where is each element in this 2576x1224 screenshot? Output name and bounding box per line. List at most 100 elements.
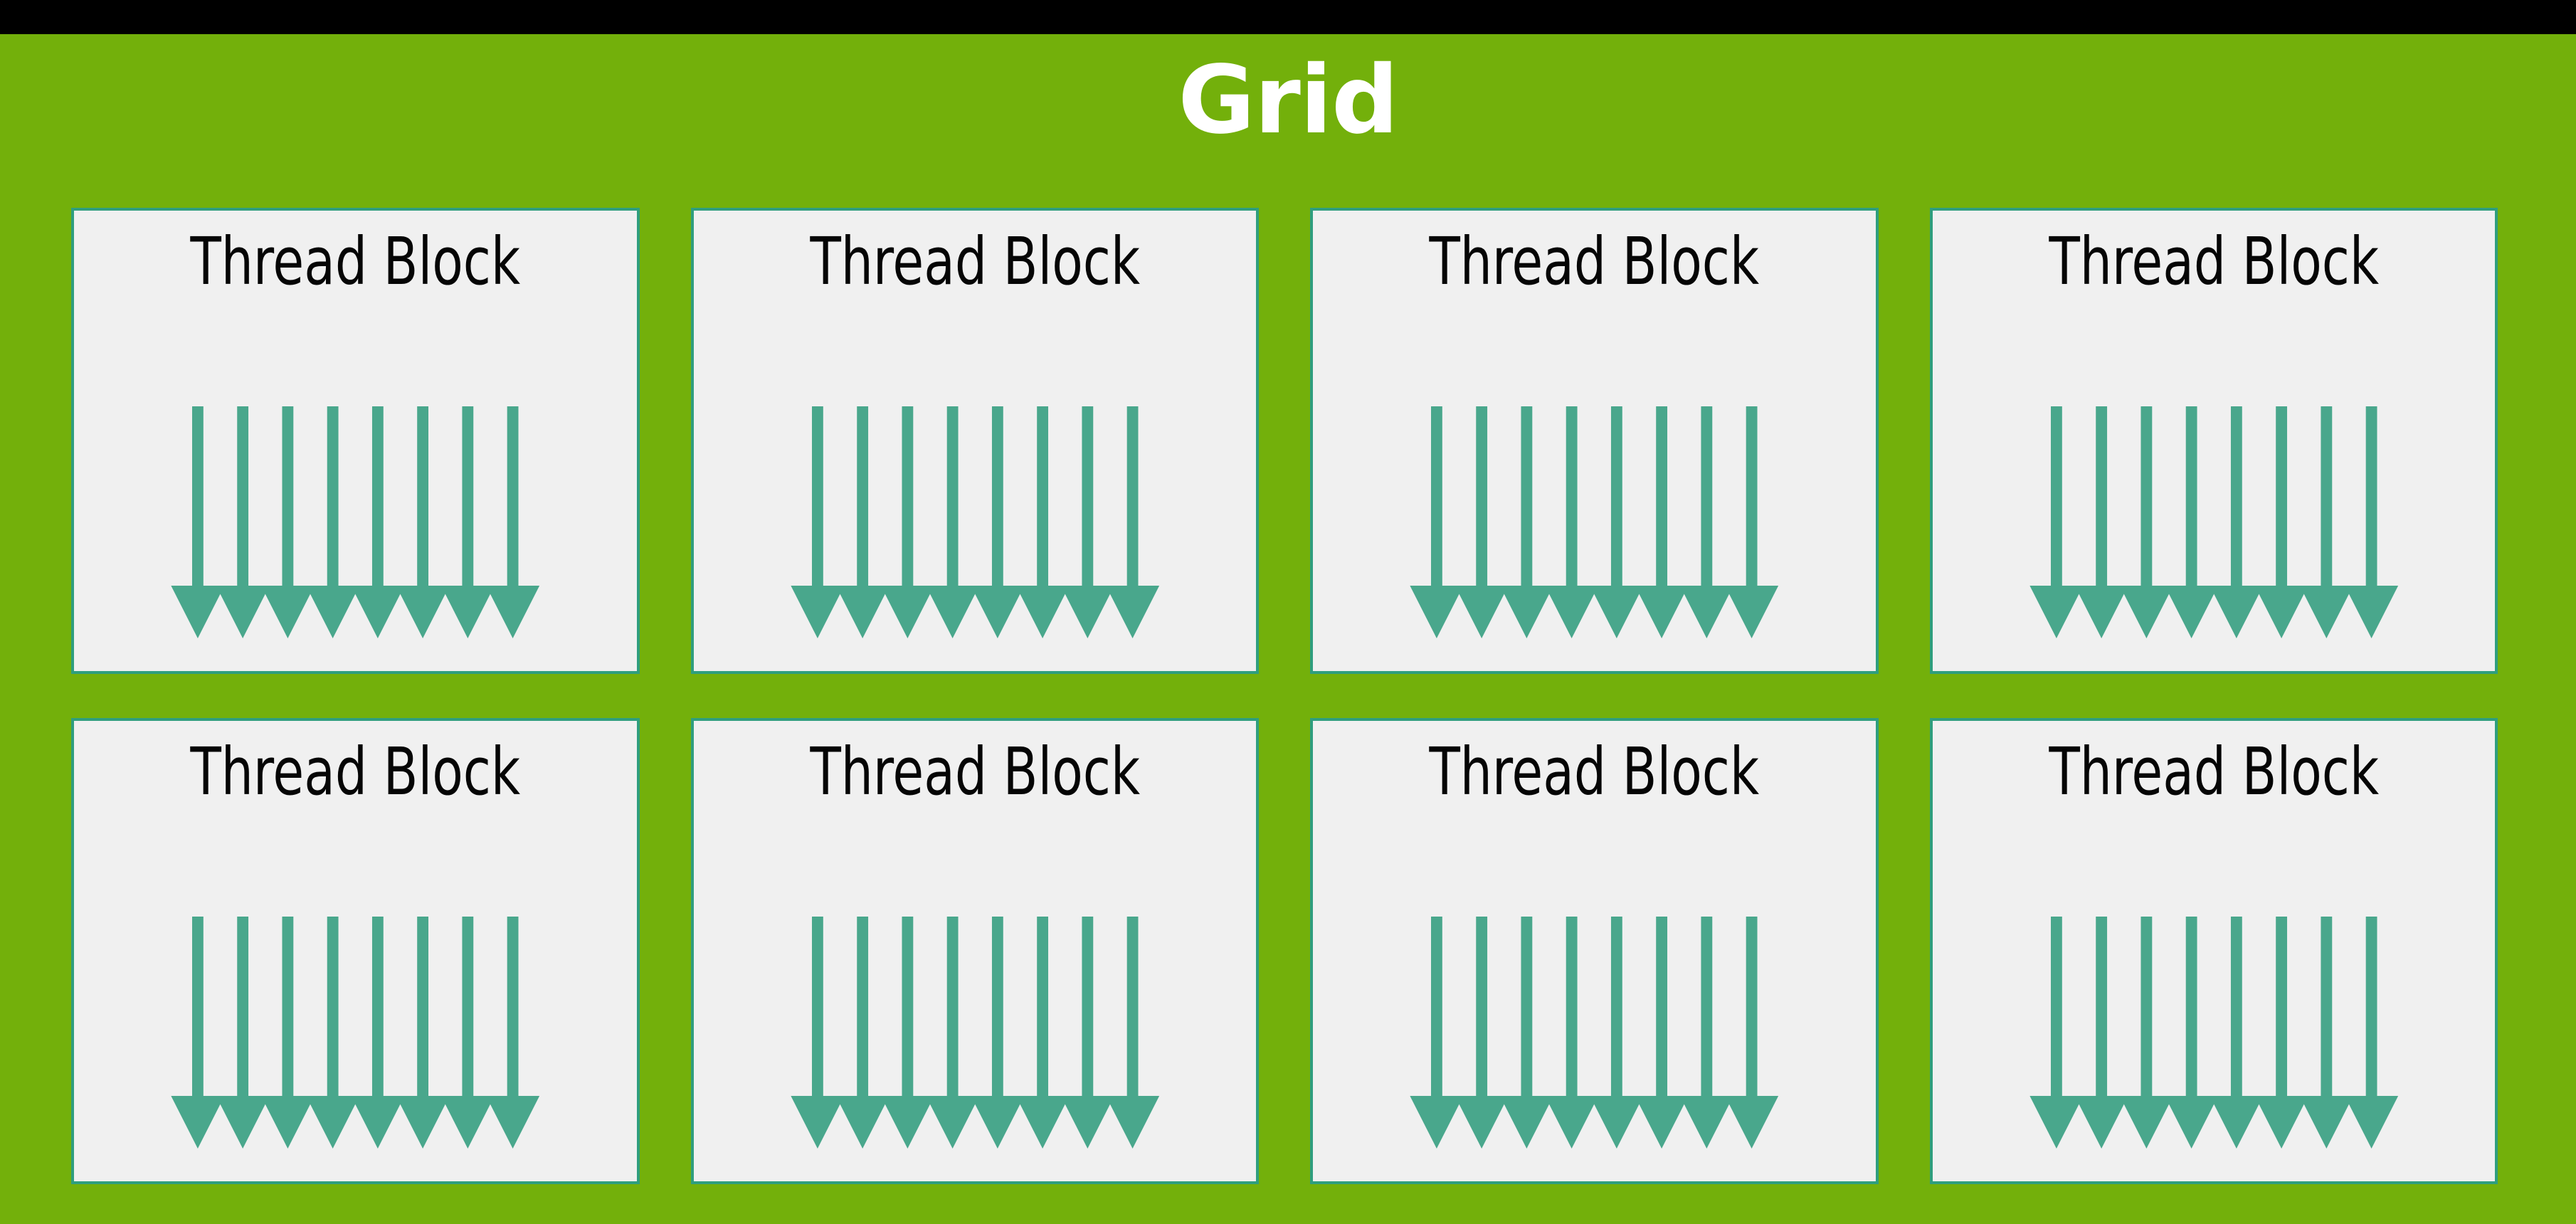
thread-arrow-shaft xyxy=(371,917,384,1096)
thread-arrow-shaft xyxy=(1656,917,1668,1096)
thread-arrow-shaft xyxy=(2095,406,2107,586)
thread-arrow-head xyxy=(835,1096,890,1149)
thread-block-label: Thread Block xyxy=(809,223,1140,300)
thread-arrow-shaft xyxy=(1521,406,1533,586)
thread-block-label: Thread Block xyxy=(2048,734,2379,810)
thread-arrow-shaft xyxy=(237,917,249,1096)
thread-arrow-head xyxy=(260,586,315,638)
thread-arrow-shaft xyxy=(901,917,913,1096)
thread-arrow-head xyxy=(970,1096,1024,1149)
thread-arrow-head xyxy=(1015,1096,1070,1149)
thread-block[interactable]: Thread Block xyxy=(690,208,1259,674)
thread-arrow-head xyxy=(880,586,934,638)
thread-arrow-group xyxy=(74,401,637,643)
thread-arrow-head xyxy=(351,586,405,638)
thread-arrow-shaft xyxy=(811,917,823,1096)
thread-arrow-head xyxy=(171,1096,225,1149)
thread-arrow-head xyxy=(2344,586,2398,638)
thread-arrow-shaft xyxy=(327,406,339,586)
thread-arrow-head xyxy=(1410,586,1464,638)
thread-arrow-shaft xyxy=(946,917,959,1096)
thread-arrow-head xyxy=(1455,586,1509,638)
thread-arrow-shaft xyxy=(1746,917,1758,1096)
thread-arrow-head xyxy=(2209,586,2263,638)
thread-arrow-shaft xyxy=(1566,917,1578,1096)
thread-arrow-shaft xyxy=(2275,406,2287,586)
thread-arrow-shaft xyxy=(2320,917,2332,1096)
thread-arrow-shaft xyxy=(1746,406,1758,586)
thread-arrow-shaft xyxy=(462,917,474,1096)
thread-arrow-group xyxy=(1313,911,1876,1153)
thread-arrow-head xyxy=(1635,1096,1689,1149)
thread-arrow-shaft xyxy=(811,406,823,586)
thread-arrow-head xyxy=(1590,1096,1644,1149)
thread-arrow-shaft xyxy=(1126,406,1138,586)
thread-arrow-head xyxy=(1060,586,1114,638)
thread-arrow-shaft xyxy=(2140,917,2152,1096)
thread-arrow-head xyxy=(1499,586,1553,638)
thread-arrow-head xyxy=(2344,1096,2398,1149)
thread-arrow-shaft xyxy=(1656,406,1668,586)
thread-block[interactable]: Thread Block xyxy=(1929,208,2498,674)
thread-arrow-head xyxy=(1679,586,1733,638)
thread-arrow-head xyxy=(1105,1096,1159,1149)
thread-arrow-head xyxy=(925,586,979,638)
thread-arrow-head xyxy=(440,586,495,638)
thread-arrow-head xyxy=(1590,586,1644,638)
thread-arrow-head xyxy=(1725,1096,1779,1149)
thread-arrow-shaft xyxy=(2140,406,2152,586)
thread-arrow-head xyxy=(2254,586,2308,638)
thread-arrow-head xyxy=(1060,1096,1114,1149)
thread-block-label: Thread Block xyxy=(2048,223,2379,300)
thread-arrow-head xyxy=(2074,1096,2128,1149)
thread-arrow-head xyxy=(2209,1096,2263,1149)
thread-arrow-head xyxy=(486,1096,540,1149)
thread-arrow-shaft xyxy=(507,406,519,586)
thread-arrow-head xyxy=(171,586,225,638)
thread-arrow-shaft xyxy=(991,406,1003,586)
thread-arrow-shaft xyxy=(237,406,249,586)
thread-arrow-head xyxy=(1499,1096,1553,1149)
thread-block[interactable]: Thread Block xyxy=(1310,718,1879,1184)
thread-arrow-shaft xyxy=(1081,406,1093,586)
thread-arrow-head xyxy=(925,1096,979,1149)
thread-arrow-head xyxy=(440,1096,495,1149)
thread-block-label: Thread Block xyxy=(190,734,521,810)
thread-arrow-shaft xyxy=(2185,406,2197,586)
thread-arrow-shaft xyxy=(1036,917,1048,1096)
thread-arrow-shaft xyxy=(1521,917,1533,1096)
thread-arrow-shaft xyxy=(417,406,429,586)
thread-block-label: Thread Block xyxy=(1429,223,1760,300)
thread-arrow-head xyxy=(486,586,540,638)
thread-arrow-shaft xyxy=(2185,917,2197,1096)
thread-block[interactable]: Thread Block xyxy=(71,208,640,674)
thread-arrow-shaft xyxy=(1431,406,1442,586)
top-black-band xyxy=(0,0,2576,34)
thread-arrow-head xyxy=(1545,586,1599,638)
thread-block[interactable]: Thread Block xyxy=(71,718,640,1184)
thread-block[interactable]: Thread Block xyxy=(1929,718,2498,1184)
thread-arrow-shaft xyxy=(856,917,868,1096)
thread-arrow-shaft xyxy=(2320,406,2332,586)
thread-arrow-group xyxy=(694,401,1257,643)
thread-arrow-head xyxy=(790,1096,844,1149)
thread-arrow-shaft xyxy=(327,917,339,1096)
thread-arrow-group xyxy=(74,911,637,1153)
thread-arrow-shaft xyxy=(2365,917,2377,1096)
thread-arrow-shaft xyxy=(2230,406,2242,586)
thread-arrow-head xyxy=(880,1096,934,1149)
thread-block[interactable]: Thread Block xyxy=(1310,208,1879,674)
thread-block[interactable]: Thread Block xyxy=(690,718,1259,1184)
thread-arrow-head xyxy=(2119,586,2173,638)
thread-arrow-shaft xyxy=(2230,917,2242,1096)
thread-block-label: Thread Block xyxy=(1429,734,1760,810)
thread-arrow-shaft xyxy=(946,406,959,586)
thread-arrow-shaft xyxy=(1566,406,1578,586)
thread-arrow-head xyxy=(790,586,844,638)
thread-arrow-head xyxy=(2254,1096,2308,1149)
thread-arrow-head xyxy=(1725,586,1779,638)
thread-arrow-head xyxy=(2299,586,2353,638)
thread-arrow-shaft xyxy=(192,917,204,1096)
